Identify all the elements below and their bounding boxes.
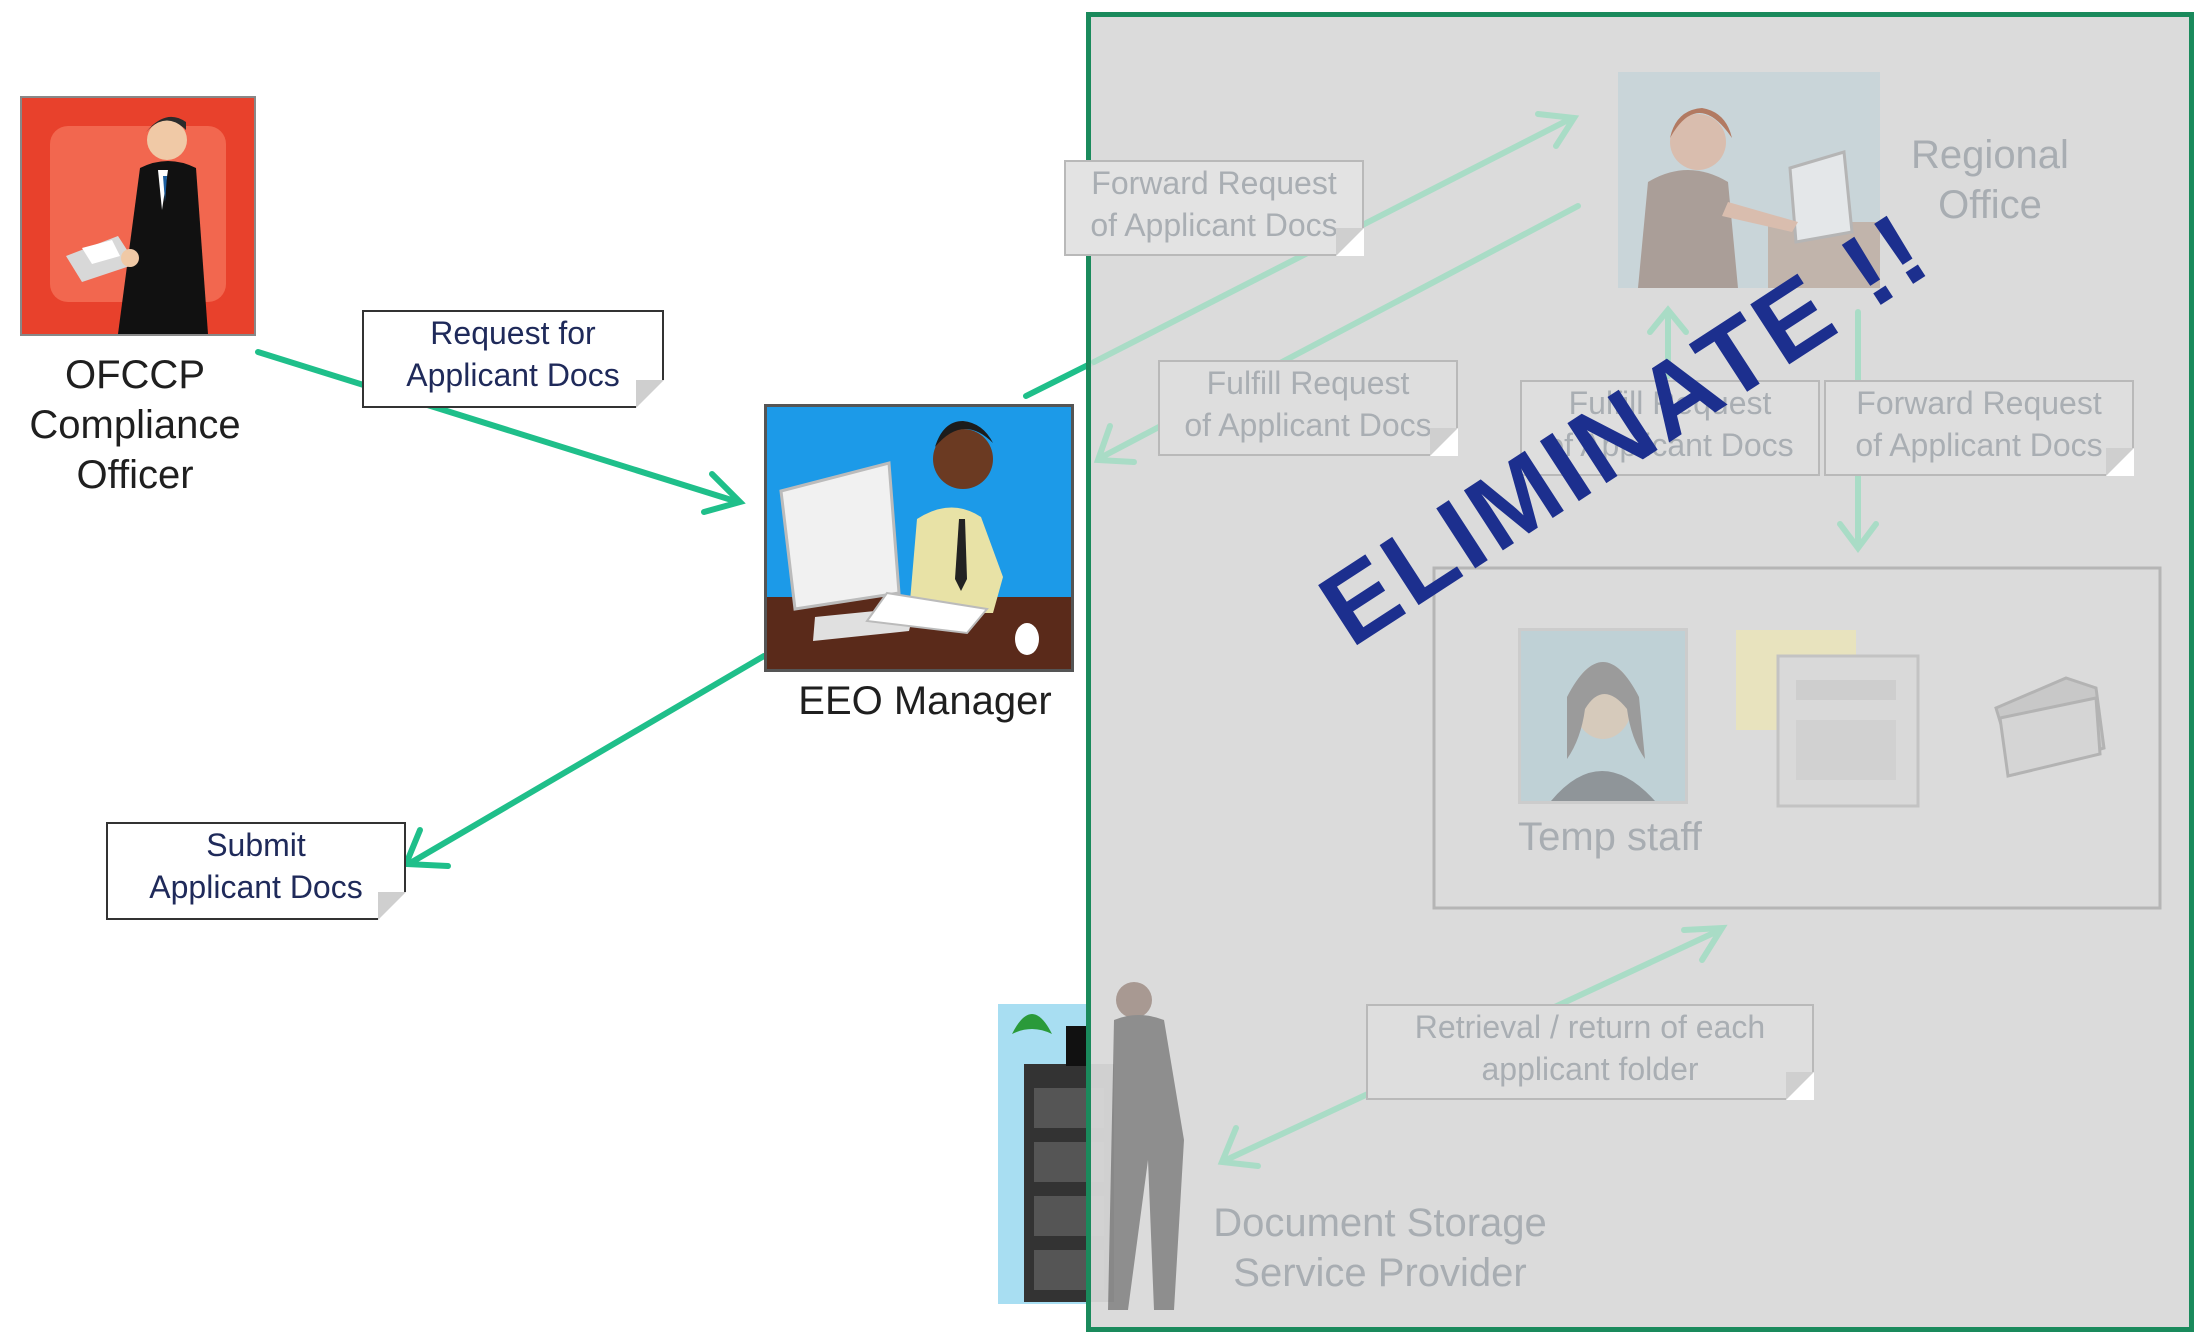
submit-note: Submit Applicant Docs — [106, 822, 406, 920]
fulfill-left-note-line-2: of Applicant Docs — [1184, 407, 1432, 443]
fulfill-left-note: Fulfill Request of Applicant Docs — [1158, 360, 1458, 456]
folder-icon — [1994, 676, 2106, 778]
forward-right-note: Forward Request of Applicant Docs — [1824, 380, 2134, 476]
worker-icon — [1108, 982, 1184, 1310]
regional-office-image — [1618, 72, 1880, 288]
office-worker-laptop-icon — [1638, 108, 1880, 288]
storage-label: Document Storage Service Provider — [1170, 1198, 1590, 1298]
regional-label: Regional Office — [1860, 130, 2120, 230]
copier-icon — [1736, 630, 1920, 808]
arrow-eeo-to-regional — [1023, 359, 1097, 399]
temp-staff-label: Temp staff — [1518, 815, 1702, 859]
eeo-label: EEO Manager — [798, 679, 1052, 723]
arrow-ofccp-to-eeo — [255, 349, 741, 505]
ofccp-label-line-2: Compliance — [29, 403, 241, 447]
fulfill-left-note-line-1: Fulfill Request — [1206, 365, 1410, 401]
faded-arrowhead-storage — [1217, 1125, 1261, 1169]
fulfill-mid-note: Fulfill Request of Applicant Docs — [1520, 380, 1820, 476]
retrieval-note-line-2: applicant folder — [1481, 1051, 1699, 1087]
arrowhead-eeo — [701, 471, 746, 515]
forward-top-note: Forward Request of Applicant Docs — [1064, 160, 1364, 256]
faded-arrowhead-up — [1647, 305, 1689, 335]
forward-top-note-line-2: of Applicant Docs — [1090, 207, 1338, 243]
retrieval-note-line-1: Retrieval / return of each — [1414, 1009, 1766, 1045]
faded-arrowhead-temp — [1681, 924, 1728, 963]
arrowhead-submit — [401, 827, 451, 869]
faded-arrowhead-eeo — [1093, 423, 1137, 465]
retrieval-note: Retrieval / return of each applicant fol… — [1366, 1004, 1814, 1100]
temp-staff-image — [1518, 628, 1688, 804]
regional-label-line-1: Regional — [1911, 133, 2069, 177]
fulfill-mid-note-line-2: of Applicant Docs — [1546, 427, 1794, 463]
faded-arrowhead-regional — [1535, 111, 1580, 149]
woman-portrait-icon — [1551, 662, 1655, 801]
submit-note-line-1: Submit — [206, 827, 306, 863]
ofccp-officer-image — [20, 96, 256, 336]
faded-arrowhead-down — [1837, 521, 1879, 553]
storage-label-line-1: Document Storage — [1213, 1201, 1547, 1245]
temp-staff-box — [1432, 566, 2162, 910]
regional-label-line-2: Office — [1938, 183, 2042, 227]
arrow-eeo-to-submit — [409, 653, 767, 865]
manager-at-computer-icon — [767, 421, 1071, 669]
eeo-manager-image — [764, 404, 1074, 672]
submit-note-line-2: Applicant Docs — [149, 869, 363, 905]
storage-label-line-2: Service Provider — [1233, 1251, 1527, 1295]
forward-right-note-line-2: of Applicant Docs — [1855, 427, 2103, 463]
copier-image — [1736, 630, 1936, 810]
ofccp-label-line-3: Officer — [76, 453, 194, 497]
forward-right-note-line-1: Forward Request — [1856, 385, 2102, 421]
request-note-line-1: Request for — [430, 315, 596, 351]
request-note: Request for Applicant Docs — [362, 310, 664, 408]
fulfill-mid-note-line-1: Fulfill Request — [1568, 385, 1772, 421]
forward-top-note-line-1: Forward Request — [1091, 165, 1337, 201]
businessman-reading-icon — [50, 116, 226, 334]
folder-image — [1990, 668, 2110, 778]
ofccp-label-line-1: OFCCP — [65, 353, 205, 397]
storage-worker-image — [1094, 980, 1204, 1320]
request-note-line-2: Applicant Docs — [406, 357, 620, 393]
ofccp-label: OFCCP Compliance Officer — [0, 350, 270, 500]
